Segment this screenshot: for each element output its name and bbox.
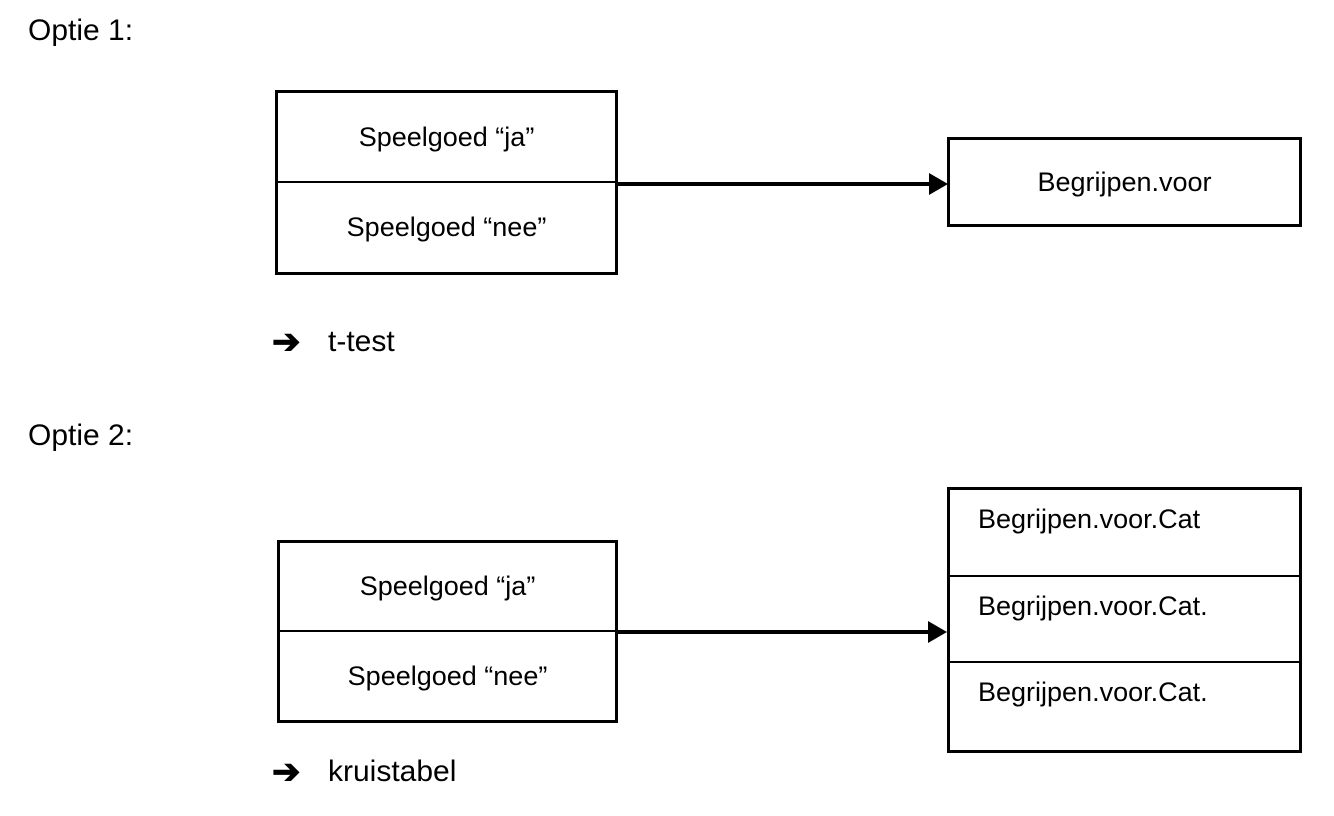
option-1-predictor-label-nee: Speelgoed “nee” xyxy=(346,212,547,243)
option-1-predictor-row-ja: Speelgoed “ja” xyxy=(278,93,615,183)
option-1-predictor-box: Speelgoed “ja” Speelgoed “nee” xyxy=(275,90,618,275)
option-1-connector-arrowhead-icon xyxy=(929,173,948,195)
option-2-outcome-table: Begrijpen.voor.Cat Begrijpen.voor.Cat. B… xyxy=(947,487,1302,753)
option-1-predictor-row-nee: Speelgoed “nee” xyxy=(278,183,615,273)
option-2-outcome-row-3: Begrijpen.voor.Cat. xyxy=(950,663,1299,750)
option-2-predictor-label-nee: Speelgoed “nee” xyxy=(347,660,548,691)
option-1-result-arrow-icon: ➔ xyxy=(272,323,301,361)
option-2-heading: Optie 2: xyxy=(28,419,134,452)
option-1-outcome-label: Begrijpen.voor xyxy=(1037,167,1212,197)
option-2-outcome-label-2: Begrijpen.voor.Cat. xyxy=(978,590,1208,621)
option-2-result-label: kruistabel xyxy=(328,755,457,788)
option-2-result-arrow-icon: ➔ xyxy=(272,753,301,791)
option-2-outcome-row-1: Begrijpen.voor.Cat xyxy=(950,490,1299,577)
option-2-outcome-label-3: Begrijpen.voor.Cat. xyxy=(978,677,1208,708)
option-2-predictor-box: Speelgoed “ja” Speelgoed “nee” xyxy=(277,540,618,723)
option-1-result-line: ➔ t-test xyxy=(272,322,395,362)
option-2-outcome-row-2: Begrijpen.voor.Cat. xyxy=(950,577,1299,664)
option-1-result-label: t-test xyxy=(328,325,395,358)
option-2-connector-arrowhead-icon xyxy=(928,621,947,643)
option-2-connector-line xyxy=(617,630,933,634)
option-1-connector-line xyxy=(618,182,933,186)
option-2-predictor-row-ja: Speelgoed “ja” xyxy=(280,543,615,632)
option-1-heading: Optie 1: xyxy=(28,14,134,47)
option-1-outcome-box: Begrijpen.voor xyxy=(947,137,1302,227)
option-2-outcome-label-1: Begrijpen.voor.Cat xyxy=(978,504,1201,534)
option-1-predictor-label-ja: Speelgoed “ja” xyxy=(358,121,535,152)
option-2-predictor-label-ja: Speelgoed “ja” xyxy=(359,571,536,602)
option-2-result-line: ➔ kruistabel xyxy=(272,752,456,792)
option-2-predictor-row-nee: Speelgoed “nee” xyxy=(280,632,615,721)
